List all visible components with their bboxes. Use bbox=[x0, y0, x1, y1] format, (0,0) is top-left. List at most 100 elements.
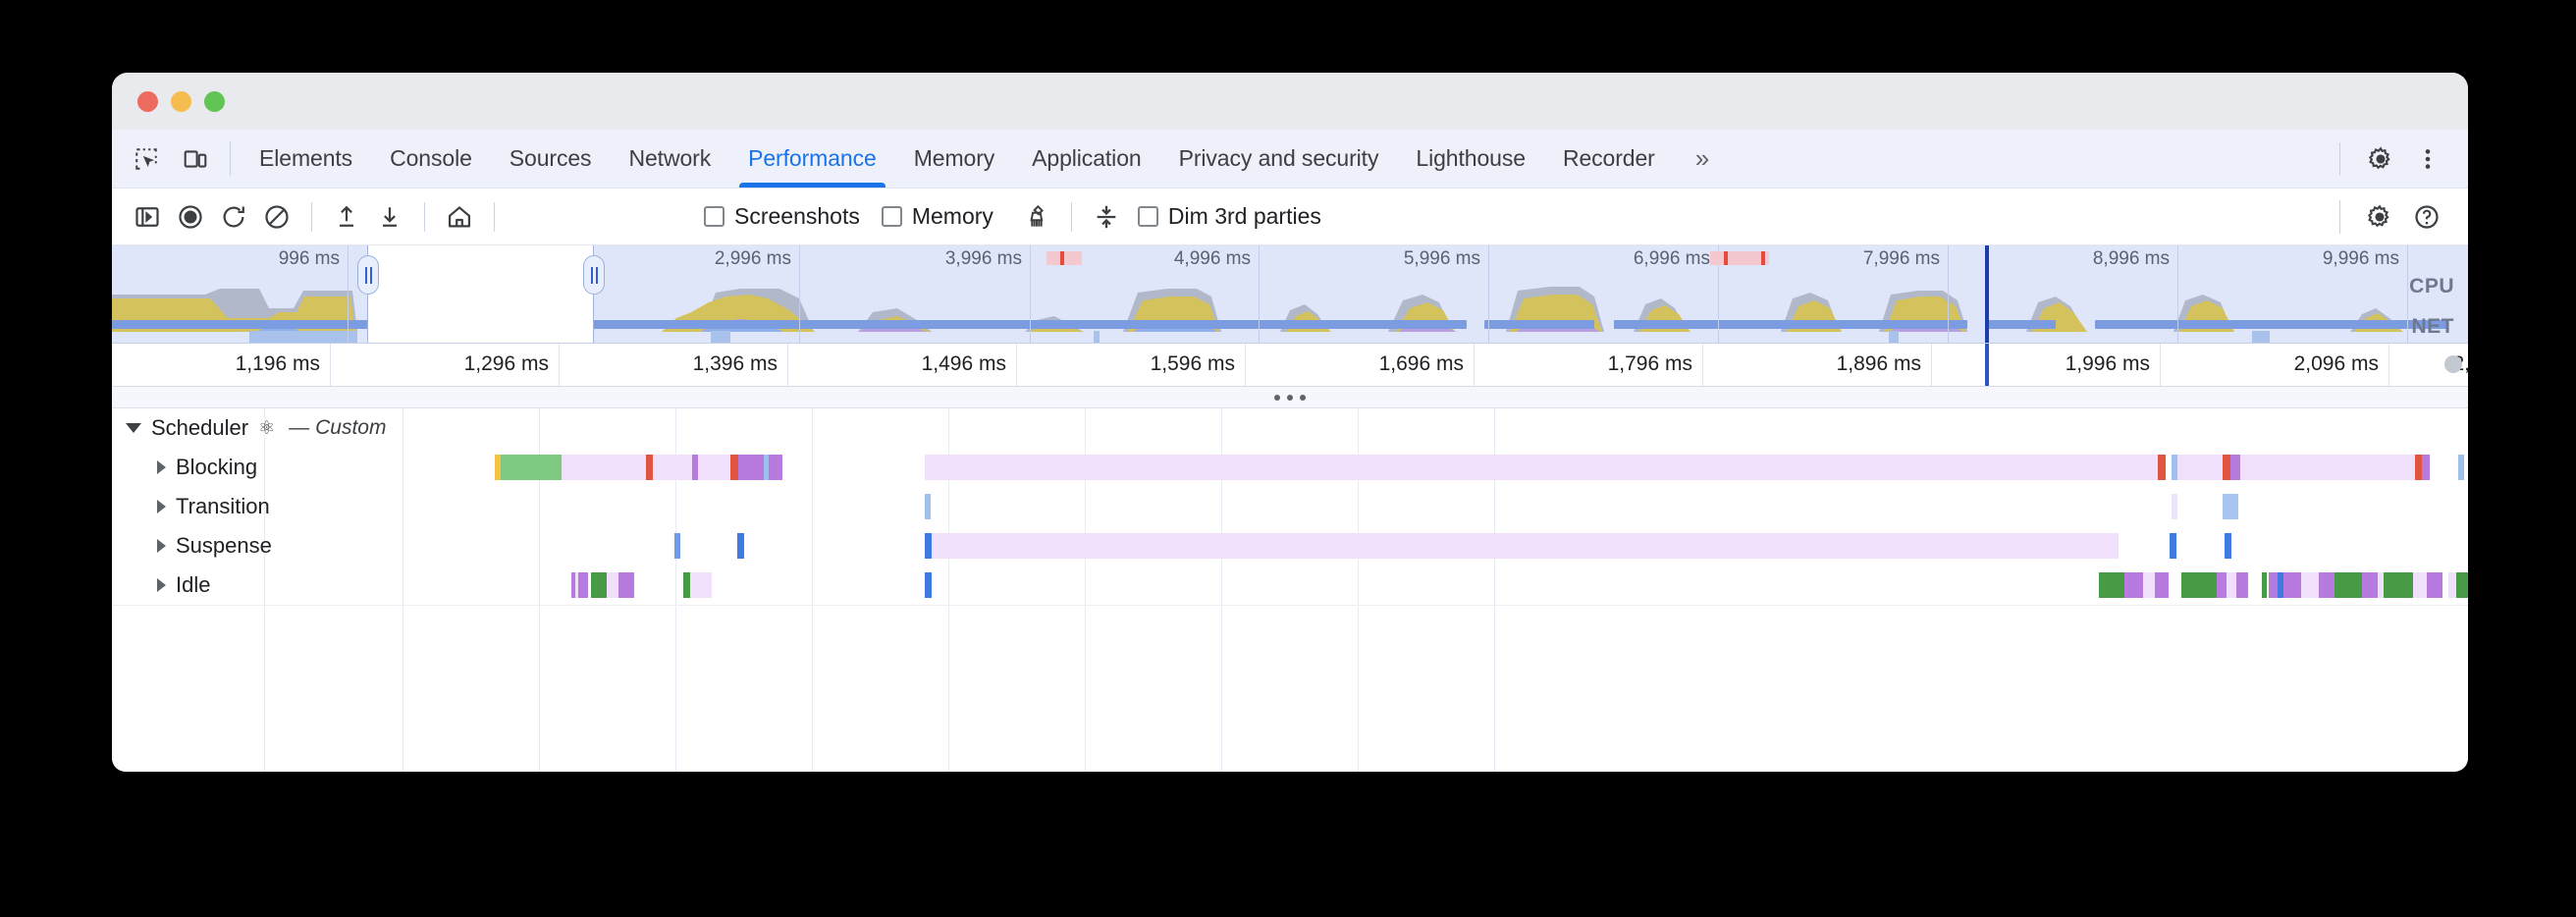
chevron-right-icon[interactable] bbox=[157, 539, 166, 553]
help-icon[interactable] bbox=[2405, 195, 2448, 239]
tab-elements[interactable]: Elements bbox=[259, 145, 353, 171]
devtools-window: Elements Console Sources Network Perform… bbox=[112, 73, 2468, 772]
track-bars-idle bbox=[112, 566, 2468, 605]
track-group-scheduler[interactable]: Scheduler ⚛ — Custom bbox=[112, 408, 2468, 448]
expand-collapse-icon[interactable] bbox=[1085, 195, 1128, 239]
net-label: NET bbox=[2411, 315, 2454, 338]
home-icon[interactable] bbox=[438, 195, 481, 239]
tab-sources[interactable]: Sources bbox=[509, 145, 592, 171]
toolbar-right-divider bbox=[2339, 199, 2340, 234]
screenshots-checkbox[interactable]: Screenshots bbox=[704, 203, 860, 230]
track-row-transition[interactable]: Transition bbox=[112, 487, 2468, 526]
track-row-idle[interactable]: Idle bbox=[112, 566, 2468, 605]
tab-performance[interactable]: Performance bbox=[729, 130, 895, 188]
drag-dot bbox=[1287, 394, 1293, 401]
dim-3rd-parties-label: Dim 3rd parties bbox=[1167, 203, 1321, 229]
memory-checkbox-box[interactable] bbox=[881, 206, 902, 227]
overview-tick-label: 4,996 ms bbox=[1173, 248, 1251, 269]
tab-console[interactable]: Console bbox=[390, 145, 472, 171]
track-bars-blocking bbox=[112, 448, 2468, 487]
reload-and-record-icon[interactable] bbox=[212, 195, 255, 239]
track-bars-suspense bbox=[112, 526, 2468, 566]
overview-marker bbox=[1046, 251, 1082, 265]
tab-memory[interactable]: Memory bbox=[913, 145, 995, 171]
timeline-ruler[interactable]: 1,196 ms 1,296 ms 1,396 ms 1,496 ms 1,59… bbox=[112, 344, 2468, 387]
download-icon[interactable] bbox=[368, 195, 411, 239]
track-row-blocking[interactable]: Blocking bbox=[112, 448, 2468, 487]
tabbar-divider bbox=[230, 141, 231, 176]
close-window-button[interactable] bbox=[137, 90, 158, 112]
horizontal-scroll-thumb[interactable] bbox=[2444, 355, 2462, 373]
dim-3rd-parties-checkbox-box[interactable] bbox=[1137, 206, 1158, 227]
track-label-blocking-wrap[interactable]: Blocking bbox=[112, 448, 257, 487]
timeline-overview[interactable]: 996 ms 1,996 ms 2,996 ms 3,996 ms 4,996 … bbox=[112, 245, 2468, 344]
track-label-suspense-wrap[interactable]: Suspense bbox=[112, 526, 272, 566]
tab-privacy-and-security[interactable]: Privacy and security bbox=[1178, 145, 1379, 171]
ruler-tick-label: 1,996 ms bbox=[2065, 352, 2150, 375]
inspect-icon[interactable] bbox=[126, 138, 167, 180]
overview-window-right-handle[interactable] bbox=[583, 255, 605, 295]
react-atom-icon: ⚛ bbox=[258, 417, 276, 439]
track-group-title[interactable]: Scheduler ⚛ — Custom bbox=[112, 408, 386, 448]
network-overview-band bbox=[112, 320, 2468, 329]
memory-checkbox[interactable]: Memory bbox=[881, 203, 993, 230]
cpu-loading-area bbox=[257, 327, 1217, 332]
ruler-tick-label: 1,496 ms bbox=[921, 352, 1006, 375]
tab-network[interactable]: Network bbox=[628, 145, 712, 171]
track-label-blocking: Blocking bbox=[176, 455, 258, 479]
overview-tick-label: 8,996 ms bbox=[2092, 248, 2170, 269]
minimize-window-button[interactable] bbox=[171, 90, 191, 112]
toolbar-divider-3 bbox=[494, 201, 495, 232]
track-row-suspense[interactable]: Suspense bbox=[112, 526, 2468, 566]
track-label-idle-wrap[interactable]: Idle bbox=[112, 566, 210, 605]
screenshots-label: Screenshots bbox=[734, 203, 860, 229]
ruler-tick-label: 2,096 ms bbox=[2293, 352, 2379, 375]
record-icon[interactable] bbox=[169, 195, 212, 239]
chevron-right-icon[interactable] bbox=[157, 500, 166, 513]
track-group-origin: Custom bbox=[315, 416, 387, 439]
overview-marker bbox=[1710, 251, 1769, 265]
kebab-menu-icon[interactable] bbox=[2407, 138, 2448, 180]
flame-chart[interactable]: Scheduler ⚛ — Custom Blocking bbox=[112, 408, 2468, 772]
dim-3rd-parties-checkbox[interactable]: Dim 3rd parties bbox=[1137, 203, 1321, 230]
ruler-tick-label: 1,696 ms bbox=[1378, 352, 1464, 375]
tab-application[interactable]: Application bbox=[1032, 145, 1142, 171]
overview-selection-window[interactable] bbox=[367, 245, 593, 343]
zoom-window-button[interactable] bbox=[204, 90, 225, 112]
overview-window-left-handle[interactable] bbox=[357, 255, 379, 295]
toggle-sidebar-icon[interactable] bbox=[126, 195, 169, 239]
capture-settings: Screenshots Memory bbox=[704, 195, 1343, 239]
track-label-transition: Transition bbox=[176, 494, 270, 518]
tab-lighthouse[interactable]: Lighthouse bbox=[1416, 145, 1526, 171]
toolbar-divider-2 bbox=[424, 201, 425, 232]
track-group-dash: — bbox=[289, 416, 310, 439]
ruler-tick-label: 1,796 ms bbox=[1607, 352, 1692, 375]
chevron-right-icon[interactable] bbox=[157, 460, 166, 474]
chevron-right-icon[interactable] bbox=[157, 578, 166, 592]
toolbar-divider-4 bbox=[1070, 201, 1072, 232]
ruler-tick-label: 1,896 ms bbox=[1836, 352, 1921, 375]
gear-icon[interactable] bbox=[2360, 138, 2401, 180]
tabbar-left-icons bbox=[112, 130, 224, 188]
upload-icon[interactable] bbox=[325, 195, 368, 239]
overview-tick-label: 9,996 ms bbox=[2322, 248, 2399, 269]
ruler-playhead bbox=[1985, 344, 1989, 386]
drag-dot bbox=[1274, 394, 1280, 401]
overview-tick-label: 6,996 ms bbox=[1633, 248, 1710, 269]
track-group-name: Scheduler bbox=[151, 415, 249, 440]
cpu-label: CPU bbox=[2409, 275, 2454, 297]
tab-list: Elements Console Sources Network Perform… bbox=[241, 130, 1731, 188]
gear-icon[interactable] bbox=[2358, 195, 2401, 239]
chevron-down-icon[interactable] bbox=[126, 423, 141, 433]
collect-garbage-icon[interactable] bbox=[1015, 195, 1058, 239]
more-tabs-icon[interactable]: » bbox=[1694, 143, 1710, 173]
device-toolbar-icon[interactable] bbox=[175, 138, 216, 180]
track-label-suspense: Suspense bbox=[176, 533, 272, 558]
screenshots-checkbox-box[interactable] bbox=[704, 206, 724, 227]
clear-icon[interactable] bbox=[255, 195, 298, 239]
drag-dot bbox=[1300, 394, 1306, 401]
track-label-transition-wrap[interactable]: Transition bbox=[112, 487, 270, 526]
tab-recorder[interactable]: Recorder bbox=[1562, 145, 1655, 171]
resize-handle[interactable] bbox=[112, 387, 2468, 408]
track-bars-transition bbox=[112, 487, 2468, 526]
